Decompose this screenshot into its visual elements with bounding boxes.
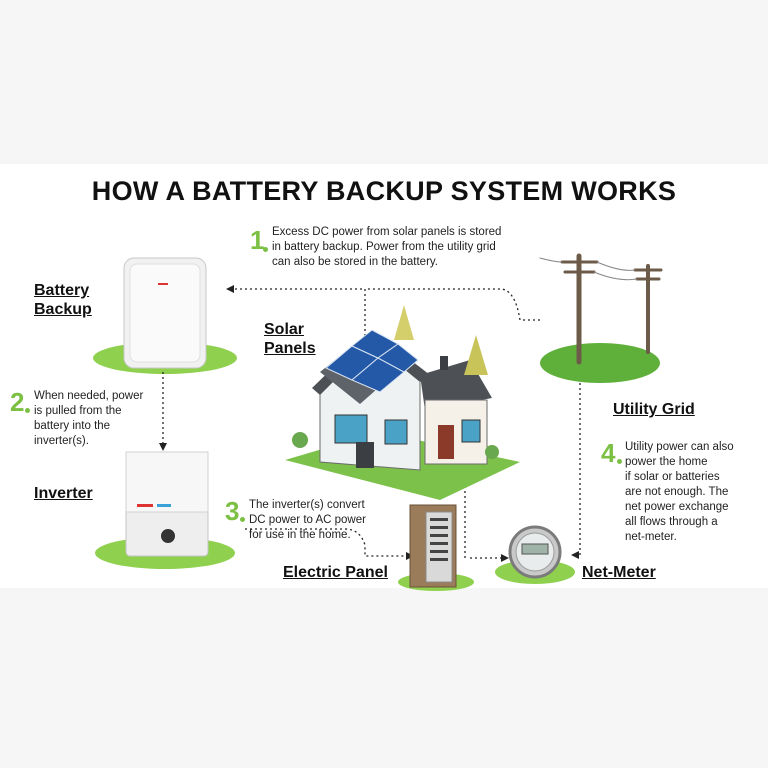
step-4-line: net-meter. — [625, 531, 677, 543]
step-3-line: DC power to AC power — [249, 514, 366, 526]
battery-backup-label-line-1: Battery — [34, 282, 90, 299]
step-2-dot — [25, 408, 30, 413]
tree-left — [394, 305, 414, 340]
grid-to-meter-line — [575, 383, 581, 556]
step-3: 3 The inverter(s) convert DC power to AC… — [225, 498, 366, 543]
solar-panels-label-line-1: Solar — [264, 321, 305, 338]
step-1-text: Excess DC power from solar panels is sto… — [272, 225, 501, 270]
step-3-number: 3 — [225, 496, 240, 526]
arrow-to-meter — [501, 554, 509, 562]
step-1-line: in battery backup. Power from the utilit… — [272, 241, 496, 253]
arrow-to-battery — [226, 285, 234, 293]
step-4-text: Utility power can also power the home if… — [625, 440, 734, 545]
battery-unit — [123, 257, 207, 369]
solar-panel-array — [325, 329, 419, 393]
net-meter — [508, 525, 562, 579]
net-meter-label: Net-Meter — [582, 564, 656, 581]
solar-to-battery-line — [230, 288, 366, 336]
step-2-number: 2 — [10, 387, 25, 417]
step-3-line: for use in the home. — [249, 529, 351, 541]
step-3-dot — [240, 517, 245, 522]
step-1: 1 Excess DC power from solar panels is s… — [250, 225, 501, 270]
step-4-line: power the home — [625, 456, 708, 468]
inverter-label: Inverter — [34, 485, 93, 502]
step-1-dot — [263, 247, 268, 252]
electric-panel-label: Electric Panel — [283, 564, 388, 581]
inverter-unit — [125, 451, 209, 557]
inverter-to-panel-line — [245, 528, 410, 557]
step-4-dot — [617, 459, 622, 464]
solar-panels-label: Solar Panels — [264, 320, 316, 358]
step-1-number: 1 — [250, 225, 265, 255]
step-4-line: if solar or batteries — [625, 471, 720, 483]
utility-grid-label: Utility Grid — [613, 401, 695, 418]
utility-grass — [540, 343, 660, 383]
step-2-line: When needed, power — [34, 390, 144, 402]
step-4-line: are not enough. The — [625, 486, 729, 498]
step-2-text: When needed, power is pulled from the ba… — [34, 389, 143, 449]
arrow-to-inverter — [159, 443, 167, 451]
battery-backup-label: Battery Backup — [34, 281, 92, 319]
page-title: HOW A BATTERY BACKUP SYSTEM WORKS — [91, 176, 677, 206]
tree-right — [464, 335, 488, 375]
step-4-line: all flows through a — [625, 516, 718, 528]
step-3-line: The inverter(s) convert — [249, 499, 365, 511]
step-2-line: inverter(s). — [34, 435, 89, 447]
step-2-line: battery into the — [34, 420, 111, 432]
solar-panels-label-line-2: Panels — [264, 340, 316, 357]
step-4: 4 Utility power can also power the home … — [601, 440, 734, 545]
step-2: 2 When needed, power is pulled from the … — [10, 389, 143, 449]
step-1-line: Excess DC power from solar panels is sto… — [272, 226, 502, 238]
step-1-line: can also be stored in the battery. — [272, 256, 438, 268]
step-2-line: is pulled from the — [34, 405, 122, 417]
house — [285, 305, 520, 500]
step-4-line: Utility power can also — [625, 441, 734, 453]
step-4-number: 4 — [601, 438, 616, 468]
step-4-line: net power exchange — [625, 501, 729, 513]
arrow-from-grid — [571, 551, 579, 559]
step-3-text: The inverter(s) convert DC power to AC p… — [249, 498, 366, 543]
electric-panel — [409, 504, 457, 588]
utility-poles — [539, 253, 663, 365]
bottom-margin — [0, 588, 768, 768]
battery-backup-label-line-2: Backup — [34, 301, 92, 318]
grid-to-battery-line — [365, 288, 540, 321]
top-margin — [0, 0, 768, 164]
